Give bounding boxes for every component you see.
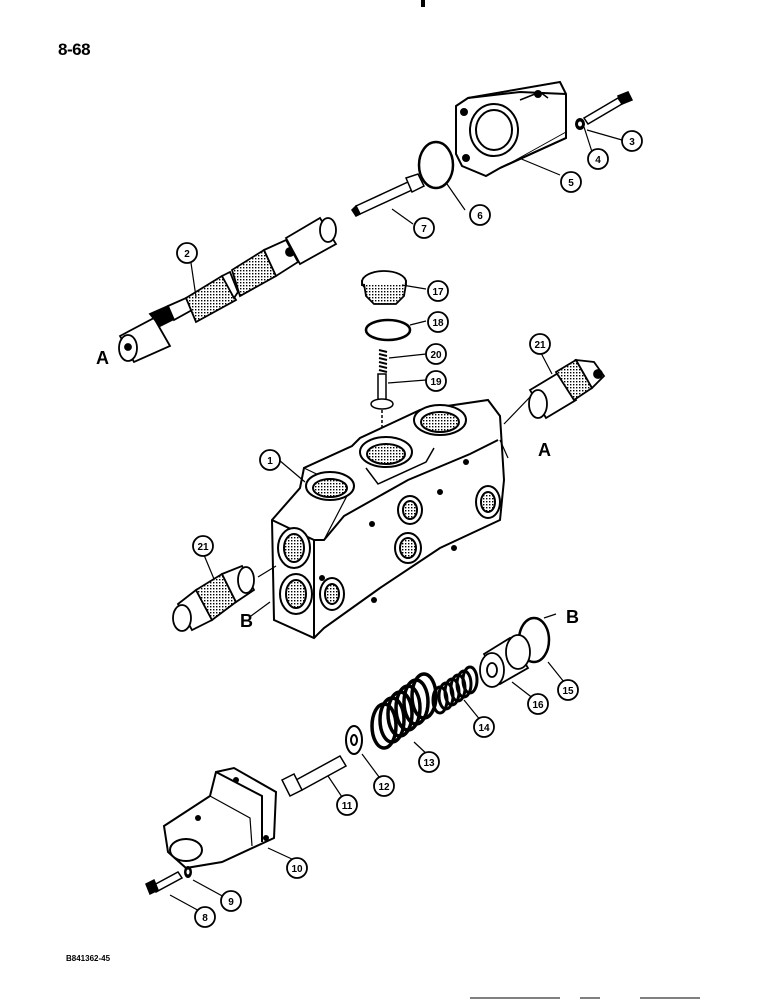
callout-6 [469,204,491,226]
callout-19 [425,370,447,392]
callout-20 [425,343,447,365]
callout-11 [336,794,358,816]
callout-15-label: 15 [562,686,574,697]
callout-12-label: 12 [378,782,390,793]
callout-4 [587,148,609,170]
callout-12 [373,775,395,797]
callout-15 [557,679,579,701]
callout-8-label: 8 [202,913,208,924]
callout-17-label: 17 [432,287,444,298]
callout-14-label: 14 [478,723,490,734]
part-13-outer-spring [370,672,438,750]
part-5-end-cap [455,80,567,178]
port-label-b-body: B [240,611,253,631]
callout-10 [286,857,308,879]
callout-11-label: 11 [342,801,353,812]
leader-lines [169,126,623,914]
part-11-bolt [280,754,348,798]
part-2-spool [118,216,338,364]
callout-4-label: 4 [595,155,601,166]
callout-16-label: 16 [532,700,544,711]
callout-16 [527,693,549,715]
part-16-spring-cap [479,634,531,688]
callout-8 [194,906,216,928]
callout-21-lower-label: 21 [197,542,209,553]
port-label-a-body: A [538,440,551,460]
callout-6-label: 6 [477,211,483,222]
callout-13-label: 13 [423,758,435,769]
callout-2-label: 2 [184,249,190,260]
callout-21-upper [529,333,551,355]
callout-20-label: 20 [430,350,442,361]
drawing-reference-code: B841362-45 [66,954,111,963]
part-21-relief-valve-upper [528,358,606,420]
port-label-a-spool: A [96,348,109,368]
part-20-spring [378,349,388,373]
port-labels: A A B B [96,348,579,631]
callout-3-label: 3 [629,137,635,148]
callout-9 [220,890,242,912]
callout-18 [427,311,449,333]
part-14-inner-spring [431,665,479,715]
part-4-washer [575,118,585,130]
callout-numbers: 1 2 3 4 5 6 7 8 9 10 11 12 13 14 15 16 1… [184,137,635,924]
callout-19-label: 19 [430,377,442,388]
part-10-end-cap [162,766,278,870]
part-3-bolt [582,91,634,126]
part-6-o-ring [417,140,455,190]
callout-13 [418,751,440,773]
callout-bubbles [176,130,643,928]
callout-7-label: 7 [421,224,427,235]
part-18-o-ring [364,318,412,342]
callout-14 [473,716,495,738]
callout-2 [176,242,198,264]
callout-21-upper-label: 21 [534,340,546,351]
page-number: 8-68 [58,40,91,59]
part-8-bolt [145,871,184,896]
callout-9-label: 9 [228,897,234,908]
callout-17 [427,280,449,302]
part-21-relief-valve-lower [172,564,256,632]
callout-21-lower [192,535,214,557]
part-7-spool-bolt [351,173,426,217]
port-label-b-ring: B [566,607,579,627]
part-1-valve-body [270,398,506,640]
callout-10-label: 10 [291,864,303,875]
callout-7 [413,217,435,239]
callout-18-label: 18 [432,318,444,329]
callout-5-label: 5 [568,178,574,189]
part-12-washer [345,725,363,755]
callout-3 [621,130,643,152]
part-9-washer [184,866,192,878]
callout-1-label: 1 [267,456,273,467]
callout-5 [560,171,582,193]
part-19-poppet [370,373,394,440]
callout-1 [259,449,281,471]
part-17-plug [361,270,407,305]
